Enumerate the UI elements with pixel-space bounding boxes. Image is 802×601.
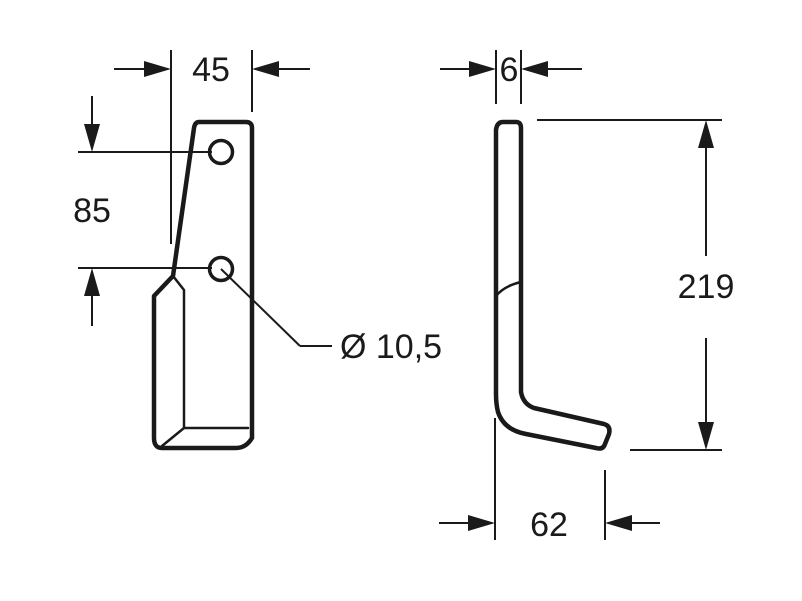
height-label: 219 [678,268,735,306]
hole-spacing-label: 85 [73,192,111,230]
dimension-thickness: 6 [440,50,582,104]
upper-hole [207,138,235,166]
thickness-label: 6 [500,51,519,89]
width-label: 45 [192,51,230,89]
dimension-width: 45 [114,50,310,244]
dimension-height: 219 [537,119,735,451]
side-bevel-curve [494,280,523,298]
dimension-hole-diameter: Ø 10,5 [220,268,442,366]
offset-label: 62 [530,506,568,544]
dimension-offset: 62 [439,418,660,544]
front-blade-outline [151,119,255,451]
dimension-hole-spacing: 85 [73,96,212,326]
side-view [493,119,612,451]
front-bevel-line [160,274,186,448]
hole-diameter-label: Ø 10,5 [340,328,442,366]
side-blade-outline [493,119,612,451]
